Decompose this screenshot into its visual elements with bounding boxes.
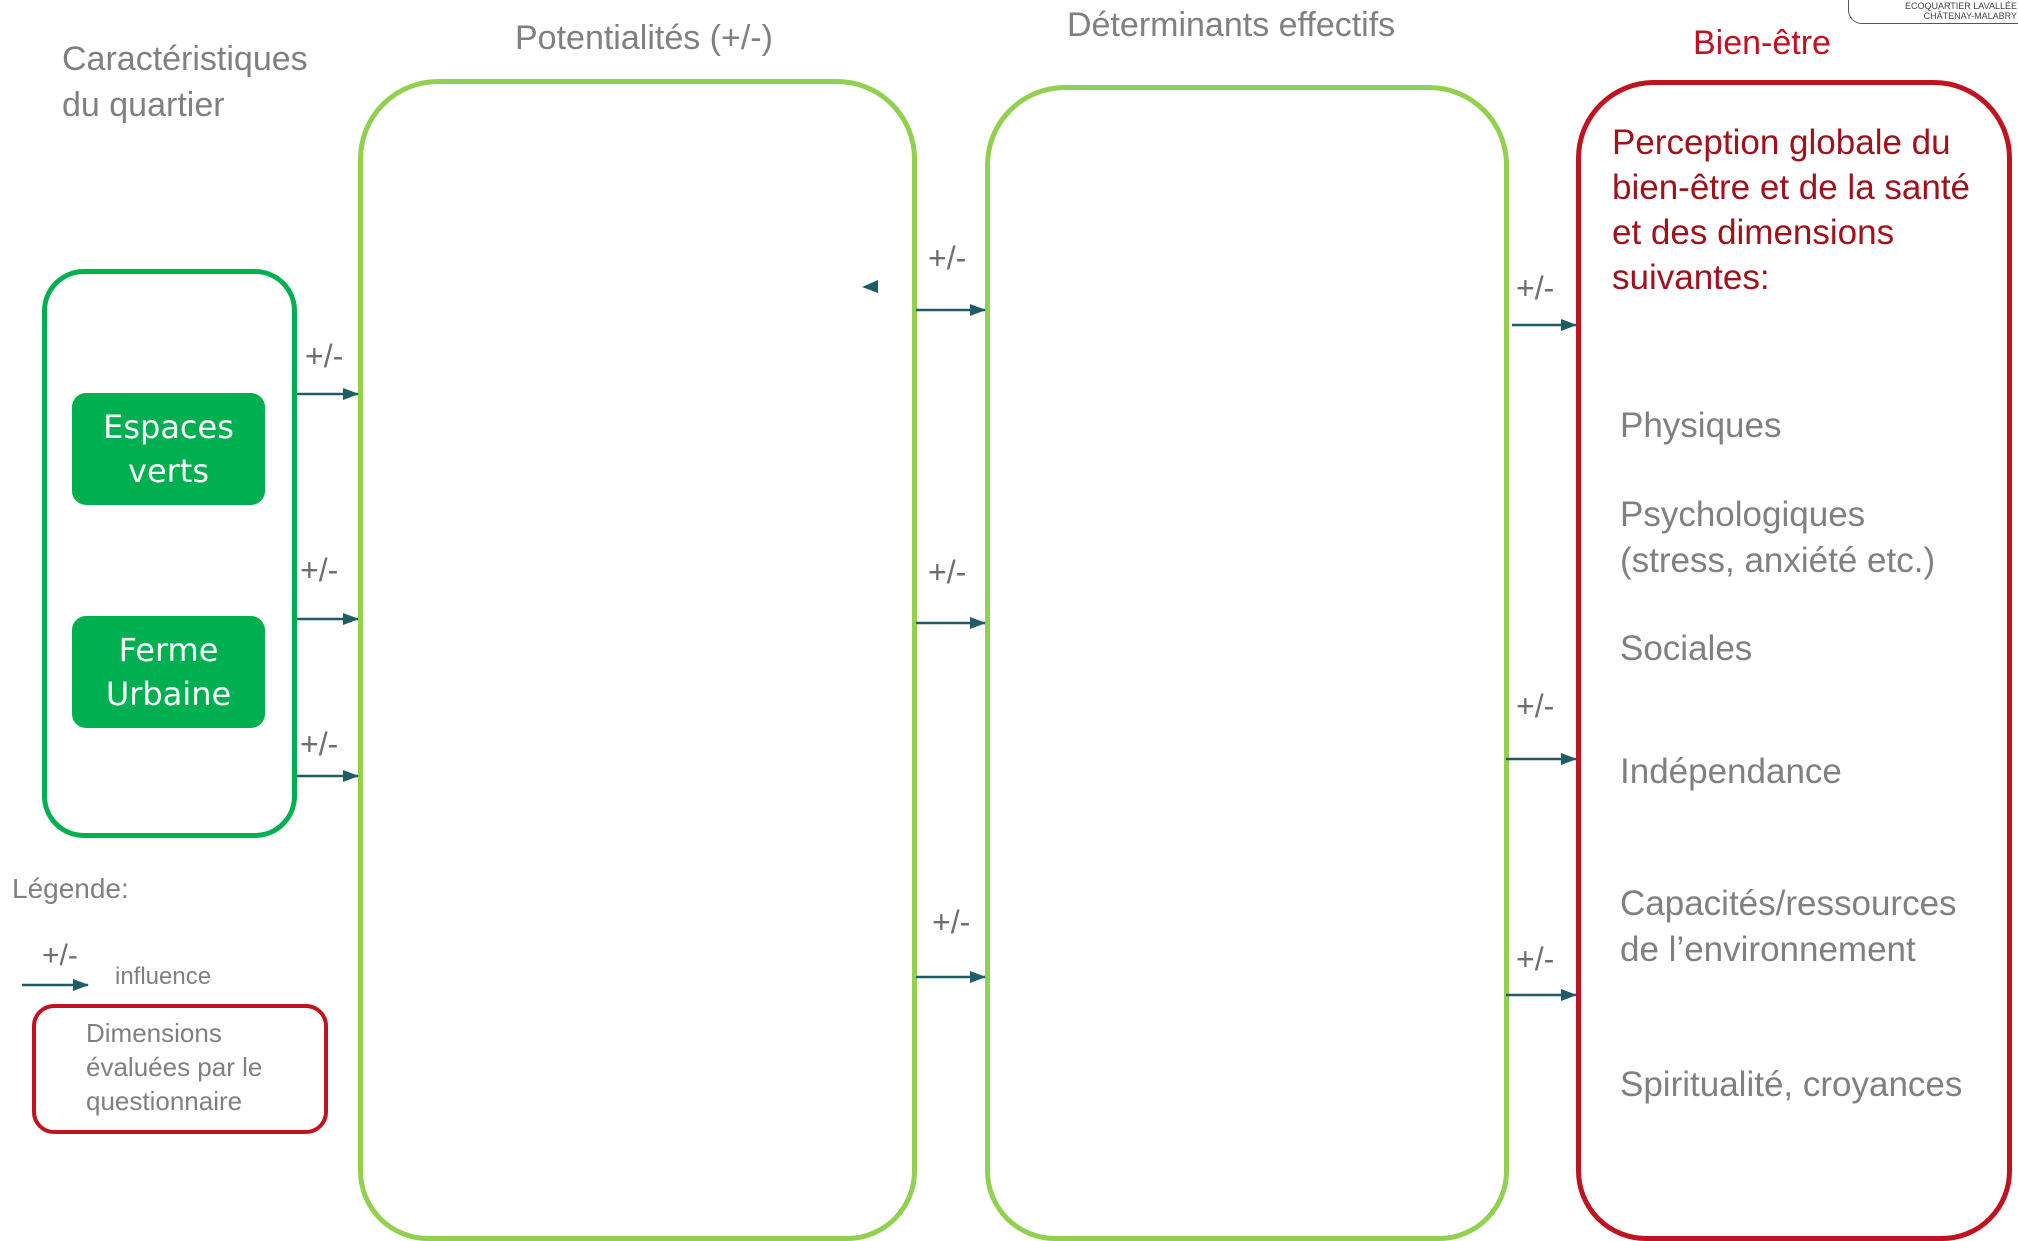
bien-etre-heading-line-4: suivantes:: [1612, 258, 1770, 297]
legend-symbol: +/-: [42, 939, 78, 972]
espaces-verts-box: Espaces verts: [72, 393, 265, 505]
dimension-sociales: Sociales: [1620, 626, 1752, 672]
bien-etre-heading-line-2: bien-être et de la santé: [1612, 168, 1971, 207]
header-quartier: Caractéristiques du quartier: [62, 36, 308, 128]
dimension-psychologiques: Psychologiques (stress, anxiété etc.): [1620, 492, 1935, 584]
influence-label: +/-: [305, 338, 344, 374]
influence-label: +/-: [928, 554, 967, 590]
legend-dimensions-box: Dimensions évaluées par le questionnaire: [32, 1004, 328, 1134]
header-quartier-line-1: Caractéristiques: [62, 40, 308, 78]
legend-title: Légende:: [12, 873, 129, 904]
dimension-psychologiques-label: Psychologiques: [1620, 495, 1866, 534]
ferme-urbaine-box: Ferme Urbaine: [72, 616, 265, 728]
dimension-capacites-detail: de l’environnement: [1620, 930, 1916, 969]
potentialites-box: [358, 79, 917, 1241]
header-potentialites: Potentialités (+/-): [515, 19, 773, 57]
dimension-independance: Indépendance: [1620, 749, 1842, 795]
dimension-spiritualite: Spiritualité, croyances: [1620, 1062, 1962, 1108]
header-quartier-line-2: du quartier: [62, 86, 225, 124]
legend-box-line-2: évaluées par le: [86, 1052, 263, 1082]
quartier-box: [42, 269, 297, 838]
header-determinants: Déterminants effectifs: [1067, 6, 1396, 44]
influence-label: +/-: [1516, 270, 1555, 306]
dimension-physiques-label: Physiques: [1620, 406, 1782, 445]
header-bien-etre: Bien-être: [1693, 24, 1831, 62]
ferme-urbaine-label: Ferme Urbaine: [105, 631, 232, 713]
stray-arrowhead: [862, 280, 878, 293]
logo: ECOQUARTIER LAVALLÉE CHÂTENAY-MALABRY: [1848, 0, 2018, 24]
determinants-box: [985, 85, 1509, 1241]
influence-label: +/-: [300, 552, 339, 588]
logo-line-1: ECOQUARTIER LAVALLÉE: [1904, 1, 2017, 11]
influence-label: +/-: [1516, 688, 1555, 724]
bien-etre-heading: Perception globale du bien-être et de la…: [1612, 120, 2012, 300]
influence-label: +/-: [928, 240, 967, 276]
legend-box-line-3: questionnaire: [86, 1086, 243, 1116]
dimension-spiritualite-label: Spiritualité, croyances: [1620, 1065, 1963, 1104]
logo-line-2: CHÂTENAY-MALABRY: [1923, 11, 2017, 21]
espaces-verts-label: Espaces verts: [103, 408, 234, 490]
bien-etre-heading-line-3: et des dimensions: [1612, 213, 1895, 252]
legend-influence-text: influence: [115, 963, 212, 990]
dimension-psychologiques-detail: (stress, anxiété etc.): [1620, 541, 1936, 580]
dimension-physiques: Physiques: [1620, 403, 1781, 449]
legend-box-line-1: Dimensions: [86, 1018, 222, 1048]
influence-label: +/-: [932, 904, 971, 940]
dimension-capacites-label: Capacités/ressources: [1620, 884, 1957, 923]
influence-label: +/-: [1516, 941, 1555, 977]
influence-label: +/-: [300, 726, 339, 762]
dimension-capacites: Capacités/ressources de l’environnement: [1620, 881, 1957, 973]
bien-etre-heading-line-1: Perception globale du: [1612, 123, 1951, 162]
bien-etre-box: [1576, 80, 2012, 1241]
dimension-sociales-label: Sociales: [1620, 629, 1753, 668]
dimension-independance-label: Indépendance: [1620, 752, 1842, 791]
